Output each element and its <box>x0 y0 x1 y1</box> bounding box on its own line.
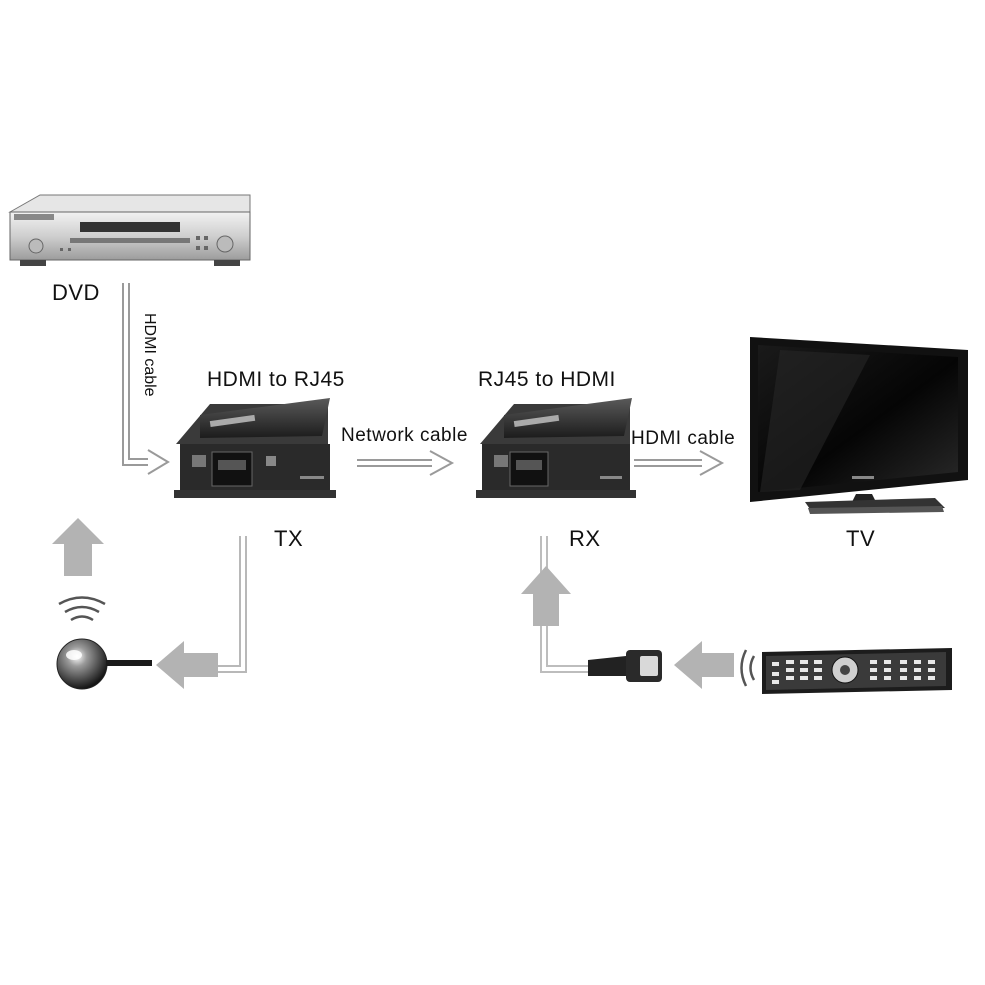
hdmi-cable-label: HDMI cable <box>631 428 736 449</box>
remote-control-icon <box>762 648 952 694</box>
ir-emitter-waves-icon <box>58 596 106 622</box>
rx-to-tv-hdmi-arrow <box>634 450 725 476</box>
ir-receiver-to-rx-arrow <box>521 536 588 673</box>
hdmi-cable-vertical-label: HDMI cable <box>141 313 158 397</box>
tx-to-ir-emitter-arrow <box>156 536 247 689</box>
remote-to-receiver-arrow <box>674 641 734 689</box>
dvd-label: DVD <box>52 280 100 305</box>
tx-extender-icon <box>174 398 336 498</box>
tx-title-label: HDMI to RJ45 <box>207 368 345 391</box>
ir-emitter-icon <box>56 638 152 690</box>
tv-label: TV <box>846 526 876 551</box>
rx-label: RX <box>569 526 601 551</box>
dvd-player-icon <box>8 194 251 266</box>
network-cable-label: Network cable <box>341 425 468 446</box>
remote-signal-waves-icon <box>740 649 756 687</box>
tv-icon <box>750 337 968 514</box>
rx-extender-icon <box>476 398 636 498</box>
network-cable-arrow <box>357 450 455 476</box>
ir-up-arrow-left <box>52 518 104 576</box>
ir-receiver-icon <box>588 650 662 682</box>
dvd-to-tx-hdmi-arrow <box>122 283 170 475</box>
tx-label: TX <box>274 526 304 551</box>
rx-title-label: RJ45 to HDMI <box>478 368 616 391</box>
